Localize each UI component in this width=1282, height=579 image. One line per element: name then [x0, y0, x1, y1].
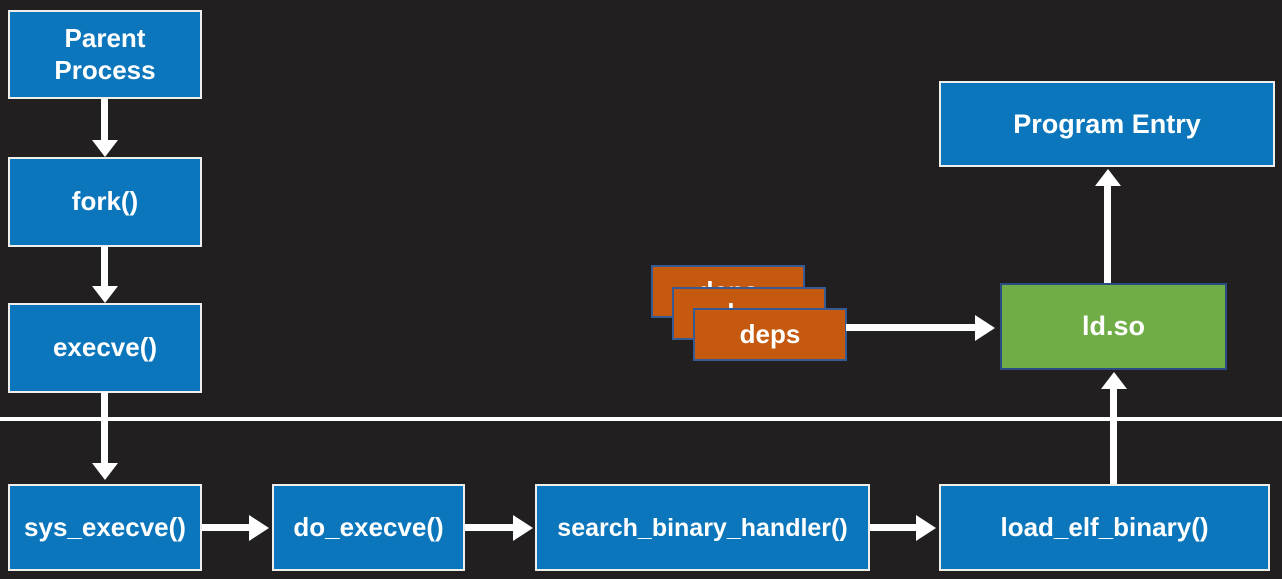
- arrow-execve-to-sys-execve-shaft: [101, 392, 108, 463]
- node-search-binary-handler-label: search_binary_handler(): [557, 513, 848, 542]
- arrow-search-to-load-elf-head: [916, 515, 936, 541]
- node-sys-execve: sys_execve(): [8, 484, 202, 571]
- node-execve-label: execve(): [52, 332, 158, 363]
- arrow-deps-to-ld-so-head: [975, 315, 995, 341]
- node-execve: execve(): [8, 303, 202, 393]
- node-parent-process: Parent Process: [8, 10, 202, 99]
- node-ld-so: ld.so: [1000, 283, 1227, 370]
- arrow-parent-to-fork-head: [92, 140, 118, 157]
- arrow-execve-to-sys-execve-head: [92, 463, 118, 480]
- node-search-binary-handler: search_binary_handler(): [535, 484, 870, 571]
- node-program-entry-label: Program Entry: [1013, 108, 1201, 139]
- node-parent-process-label: Parent Process: [54, 23, 156, 85]
- arrow-parent-to-fork-shaft: [101, 99, 108, 140]
- node-deps-front: deps: [693, 308, 847, 361]
- arrow-sys-execve-to-do-execve-head: [249, 515, 269, 541]
- arrow-fork-to-execve-shaft: [101, 246, 108, 286]
- arrow-load-elf-to-ld-so-head: [1101, 372, 1127, 389]
- arrow-search-to-load-elf-shaft: [870, 524, 916, 531]
- arrow-do-execve-to-search-shaft: [465, 524, 513, 531]
- kernel-user-divider: [0, 417, 1282, 421]
- node-deps-front-label: deps: [739, 319, 801, 349]
- node-fork-label: fork(): [71, 186, 139, 217]
- arrow-ld-so-to-program-entry-head: [1095, 169, 1121, 186]
- node-ld-so-label: ld.so: [1081, 311, 1145, 341]
- node-sys-execve-label: sys_execve(): [24, 511, 186, 542]
- node-load-elf-binary: load_elf_binary(): [939, 484, 1270, 571]
- arrow-ld-so-to-program-entry-shaft: [1104, 186, 1111, 283]
- node-do-execve-label: do_execve(): [293, 511, 444, 542]
- arrow-sys-execve-to-do-execve-shaft: [202, 524, 249, 531]
- arrow-fork-to-execve-head: [92, 286, 118, 303]
- arrow-do-execve-to-search-head: [513, 515, 533, 541]
- arrow-load-elf-to-ld-so-shaft: [1110, 389, 1117, 484]
- node-fork: fork(): [8, 157, 202, 247]
- arrow-deps-to-ld-so-shaft: [846, 324, 975, 331]
- node-program-entry: Program Entry: [939, 81, 1275, 167]
- node-load-elf-binary-label: load_elf_binary(): [1000, 511, 1209, 542]
- node-do-execve: do_execve(): [272, 484, 465, 571]
